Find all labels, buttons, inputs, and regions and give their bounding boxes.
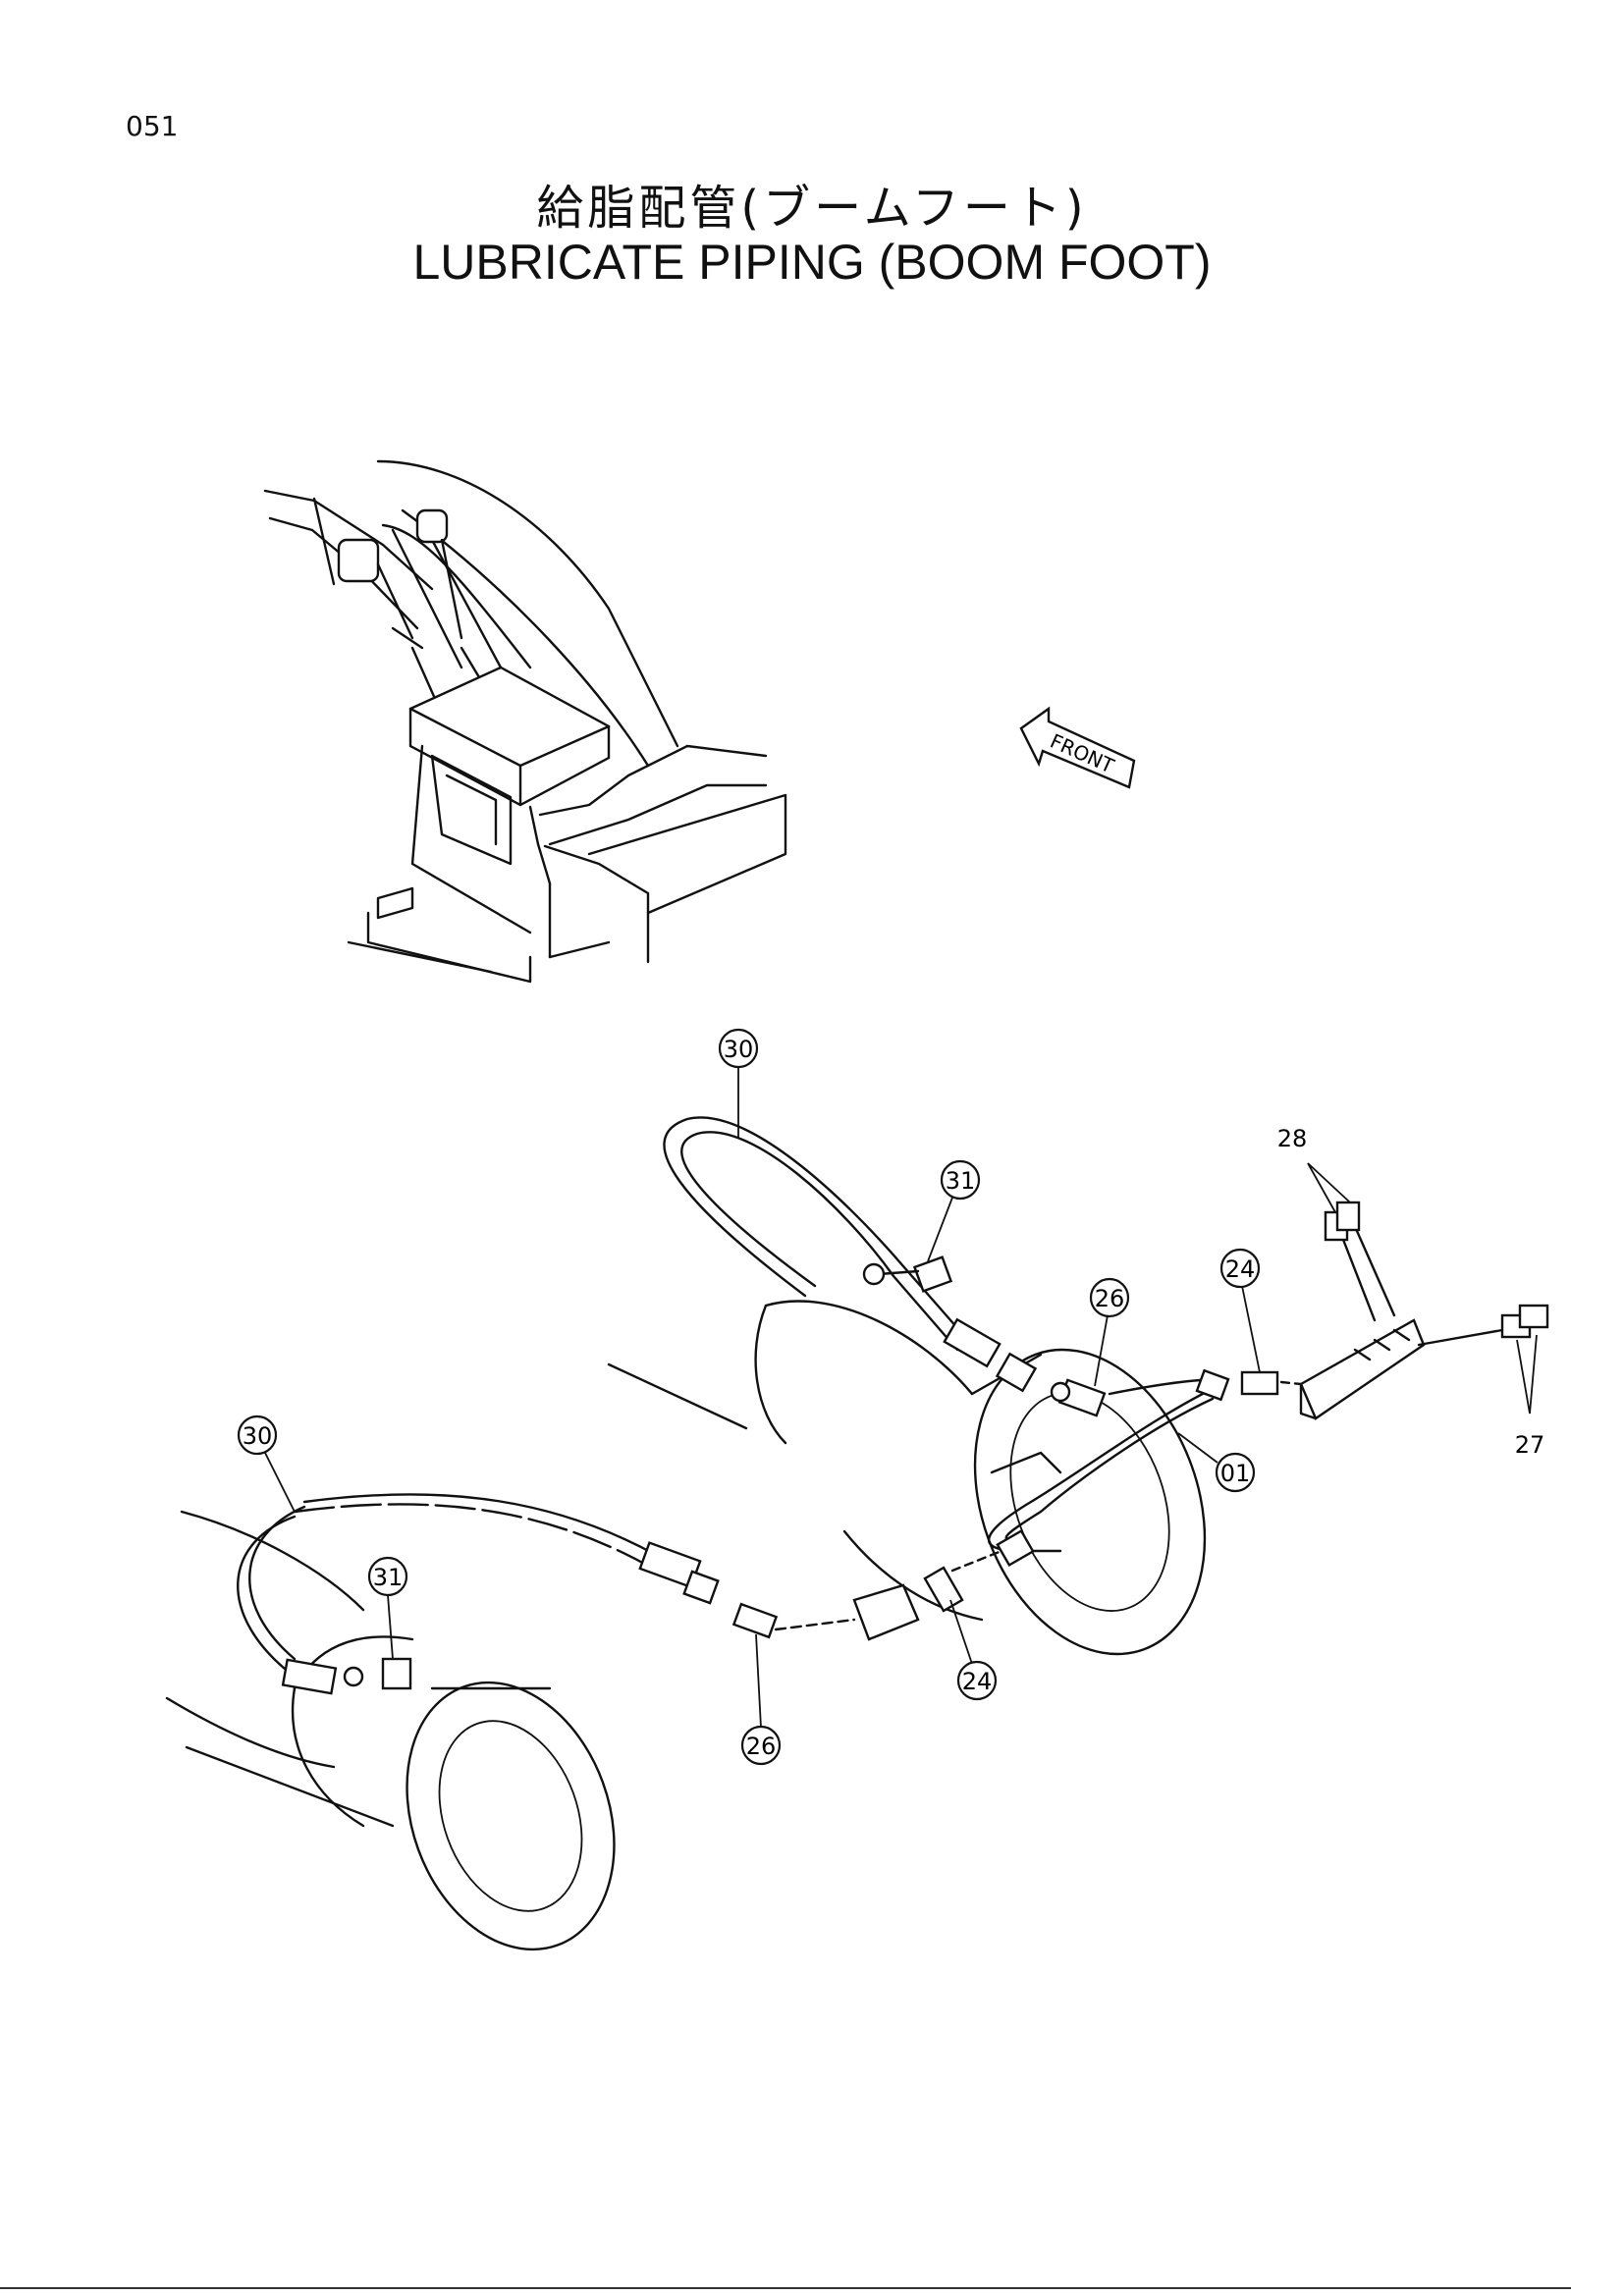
callout-30-upper-label: 30 bbox=[724, 1036, 754, 1063]
label-27: 27 bbox=[1515, 1431, 1545, 1459]
label-28: 28 bbox=[1277, 1125, 1308, 1152]
callout-24-lower: 24 bbox=[956, 1660, 998, 1701]
callout-30-lower-label: 30 bbox=[243, 1422, 273, 1450]
callout-24-upper-label: 24 bbox=[1225, 1255, 1256, 1283]
callout-26-lower: 26 bbox=[740, 1725, 782, 1766]
callout-26-lower-label: 26 bbox=[746, 1733, 777, 1760]
callout-24-lower-label: 24 bbox=[962, 1668, 993, 1695]
callout-24-upper: 24 bbox=[1219, 1248, 1261, 1289]
footer-rule bbox=[0, 2287, 1571, 2289]
front-direction-arrow: FRONT bbox=[1019, 706, 1136, 789]
title-japanese: 給脂配管(ブームフート) bbox=[536, 181, 1088, 236]
callout-30-upper: 30 bbox=[718, 1028, 759, 1069]
callout-31-lower-label: 31 bbox=[373, 1564, 404, 1591]
page-number: 051 bbox=[126, 110, 179, 142]
boom-foot-drawing bbox=[165, 1116, 1549, 1951]
machine-overview-drawing bbox=[263, 459, 787, 984]
callout-01: 01 bbox=[1215, 1452, 1256, 1493]
callout-31-upper-label: 31 bbox=[946, 1167, 976, 1195]
callout-01-label: 01 bbox=[1220, 1460, 1251, 1487]
leader-lines bbox=[264, 1065, 1538, 1729]
callout-31-upper: 31 bbox=[940, 1159, 981, 1201]
title-english: LUBRICATE PIPING (BOOM FOOT) bbox=[412, 235, 1212, 290]
callout-31-lower: 31 bbox=[367, 1556, 408, 1597]
callout-26-upper-label: 26 bbox=[1095, 1285, 1125, 1312]
callout-30-lower: 30 bbox=[237, 1415, 278, 1456]
callout-26-upper: 26 bbox=[1089, 1277, 1130, 1318]
